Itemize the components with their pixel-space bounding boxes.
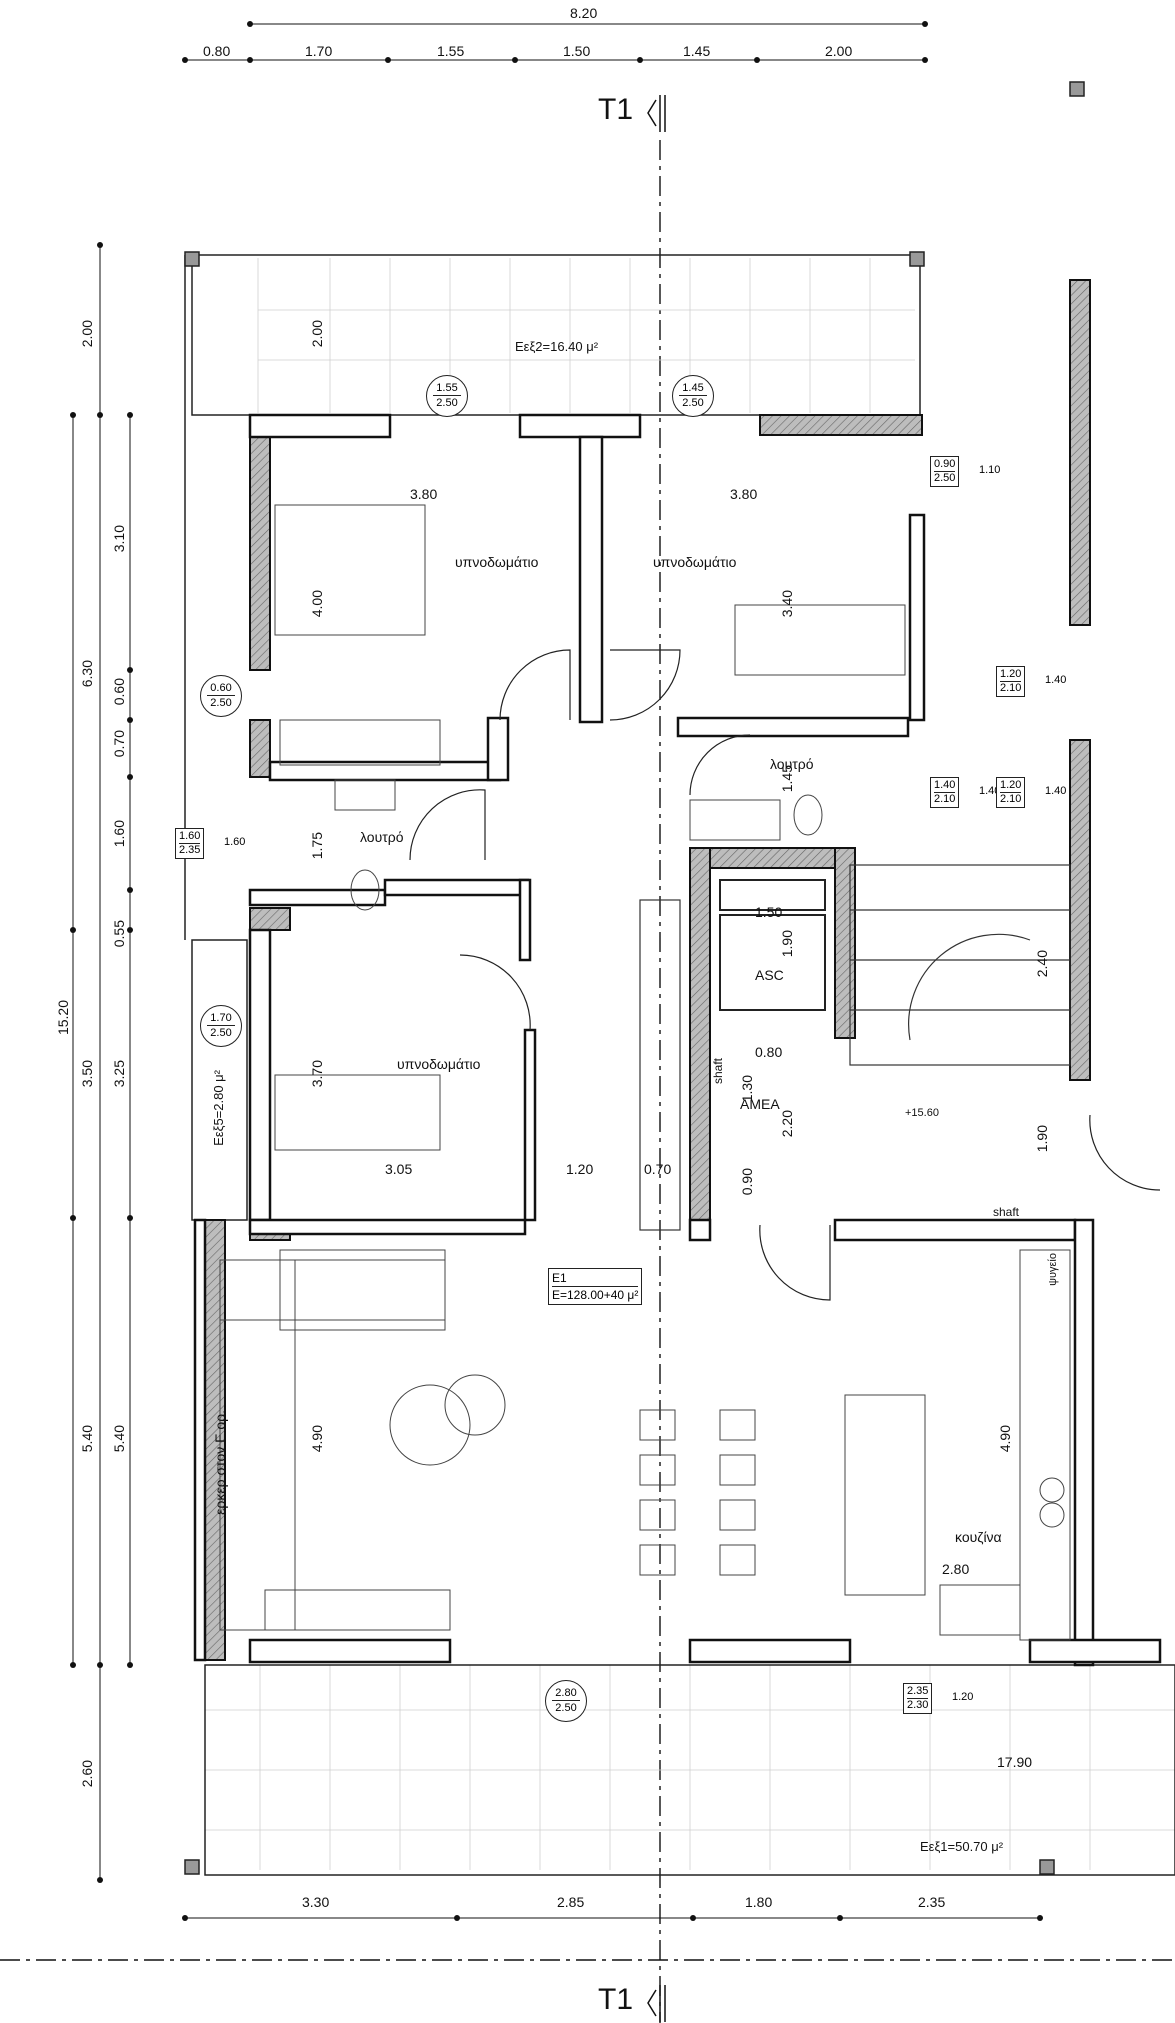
bath-fixtures xyxy=(334,779,823,911)
level-mark: +15.60 xyxy=(905,1107,939,1119)
dim-inner: 2.20 xyxy=(779,1110,795,1138)
dim-left-mid: 3.50 xyxy=(79,1060,95,1088)
walls xyxy=(193,413,1162,1667)
room-label-bay: ερκερ στον Ε ορ. xyxy=(212,1410,228,1515)
dim-inner: 1.20 xyxy=(566,1161,594,1177)
dim-left-inner: 0.60 xyxy=(111,678,127,706)
dim-inner: 1.90 xyxy=(1034,1125,1050,1153)
section-axis xyxy=(0,140,1175,2023)
dim-inner: 3.05 xyxy=(385,1161,413,1177)
dim-inner: 17.90 xyxy=(997,1754,1033,1770)
dim-inner: 0.70 xyxy=(644,1161,672,1177)
furniture-sofa xyxy=(219,1259,506,1631)
dim-inner: 3.40 xyxy=(779,590,795,618)
elevator xyxy=(719,879,826,1011)
dim-left-mid: 6.30 xyxy=(79,660,95,688)
dim-left-inner: 0.55 xyxy=(111,920,127,948)
room-label-shaft-1: shaft xyxy=(711,1058,725,1085)
area-label-balcony-1: Εεξ1=50.70 μ² xyxy=(920,1839,1004,1854)
door-swings xyxy=(409,649,1161,1301)
dim-top-seg: 1.45 xyxy=(683,43,711,59)
stair xyxy=(639,864,1071,1231)
room-label-elevator: ASC xyxy=(755,967,784,983)
dim-left-outer: 15.20 xyxy=(55,1000,71,1036)
dim-top-seg: 0.80 xyxy=(203,43,231,59)
dim-inner: 0.90 xyxy=(739,1168,755,1196)
dim-left-inner: 3.25 xyxy=(111,1060,127,1088)
corner-columns xyxy=(184,81,1085,1875)
dim-left-inner: 0.70 xyxy=(111,730,127,758)
room-label-fridge: ψυγείο xyxy=(1047,1253,1059,1286)
dim-inner: 1.45 xyxy=(779,765,795,793)
dim-top-seg: 1.55 xyxy=(437,43,465,59)
dim-left-inner: 3.10 xyxy=(111,525,127,553)
dim-bottom-seg: 2.85 xyxy=(557,1894,585,1910)
dim-inner: 1.75 xyxy=(309,832,325,860)
dim-inner: 1.30 xyxy=(739,1075,755,1103)
area-e1-value: E=128.00+40 μ² xyxy=(552,1288,639,1302)
section-arrow-top xyxy=(647,95,666,132)
dim-top-seg: 1.50 xyxy=(563,43,591,59)
room-label-bedroom-2: υπνοδωμάτιο xyxy=(653,554,737,570)
dim-bottom-seg: 2.35 xyxy=(918,1894,946,1910)
dimension-lines xyxy=(72,23,1040,1919)
area-label-balcony-5: Εεξ5=2.80 μ² xyxy=(211,1070,226,1146)
dim-top-total: 8.20 xyxy=(570,5,598,21)
room-label-shaft-2: shaft xyxy=(993,1205,1020,1219)
dim-inner: 3.80 xyxy=(730,486,758,502)
dim-bottom-seg: 1.80 xyxy=(745,1894,773,1910)
room-label-bath-2: λουτρό xyxy=(770,756,814,772)
dim-top-seg: 2.00 xyxy=(825,43,853,59)
dim-inner: 4.90 xyxy=(309,1425,325,1453)
balcony-tile-grid xyxy=(205,258,1175,1870)
room-label-bedroom-3: υπνοδωμάτιο xyxy=(397,1056,481,1072)
dim-inner: 3.80 xyxy=(410,486,438,502)
dim-inner: 3.70 xyxy=(309,1060,325,1088)
dim-left-inner: 5.40 xyxy=(111,1425,127,1453)
room-label-bath-1: λουτρό xyxy=(360,829,404,845)
dim-left-outer: 2.60 xyxy=(79,1760,95,1788)
section-arrow-bottom xyxy=(647,1985,666,2022)
section-label-top: T1 xyxy=(598,93,634,126)
area-label-balcony-2: Εεξ2=16.40 μ² xyxy=(515,339,599,354)
dim-inner: 4.90 xyxy=(997,1425,1013,1453)
dim-left-outer: 2.00 xyxy=(79,320,95,348)
walls-hatched xyxy=(204,279,1091,1661)
dim-top-seg: 1.70 xyxy=(305,43,333,59)
dim-inner: 2.80 xyxy=(942,1561,970,1577)
room-label-kitchen: κουζίνα xyxy=(955,1529,1002,1545)
dim-left-inner: 1.60 xyxy=(111,820,127,848)
dim-inner: 4.00 xyxy=(309,590,325,618)
dim-left-mid: 5.40 xyxy=(79,1425,95,1453)
dim-inner: 2.00 xyxy=(309,320,325,348)
section-label-bottom: T1 xyxy=(598,1983,634,2016)
dimension-ticks xyxy=(70,21,1043,1921)
room-label-amea: ΑΜΕΑ xyxy=(740,1096,780,1112)
dim-inner: 0.80 xyxy=(755,1044,783,1060)
dim-inner: 1.90 xyxy=(779,930,795,958)
dim-inner: 2.40 xyxy=(1034,950,1050,978)
area-e1-title: E1 xyxy=(552,1270,639,1287)
area-box-e1: E1 E=128.00+40 μ² xyxy=(548,1268,643,1305)
dim-inner: 1.50 xyxy=(755,904,783,920)
furniture-dining xyxy=(639,1249,1071,1641)
room-label-bedroom-1: υπνοδωμάτιο xyxy=(455,554,539,570)
dim-bottom-seg: 3.30 xyxy=(302,1894,330,1910)
